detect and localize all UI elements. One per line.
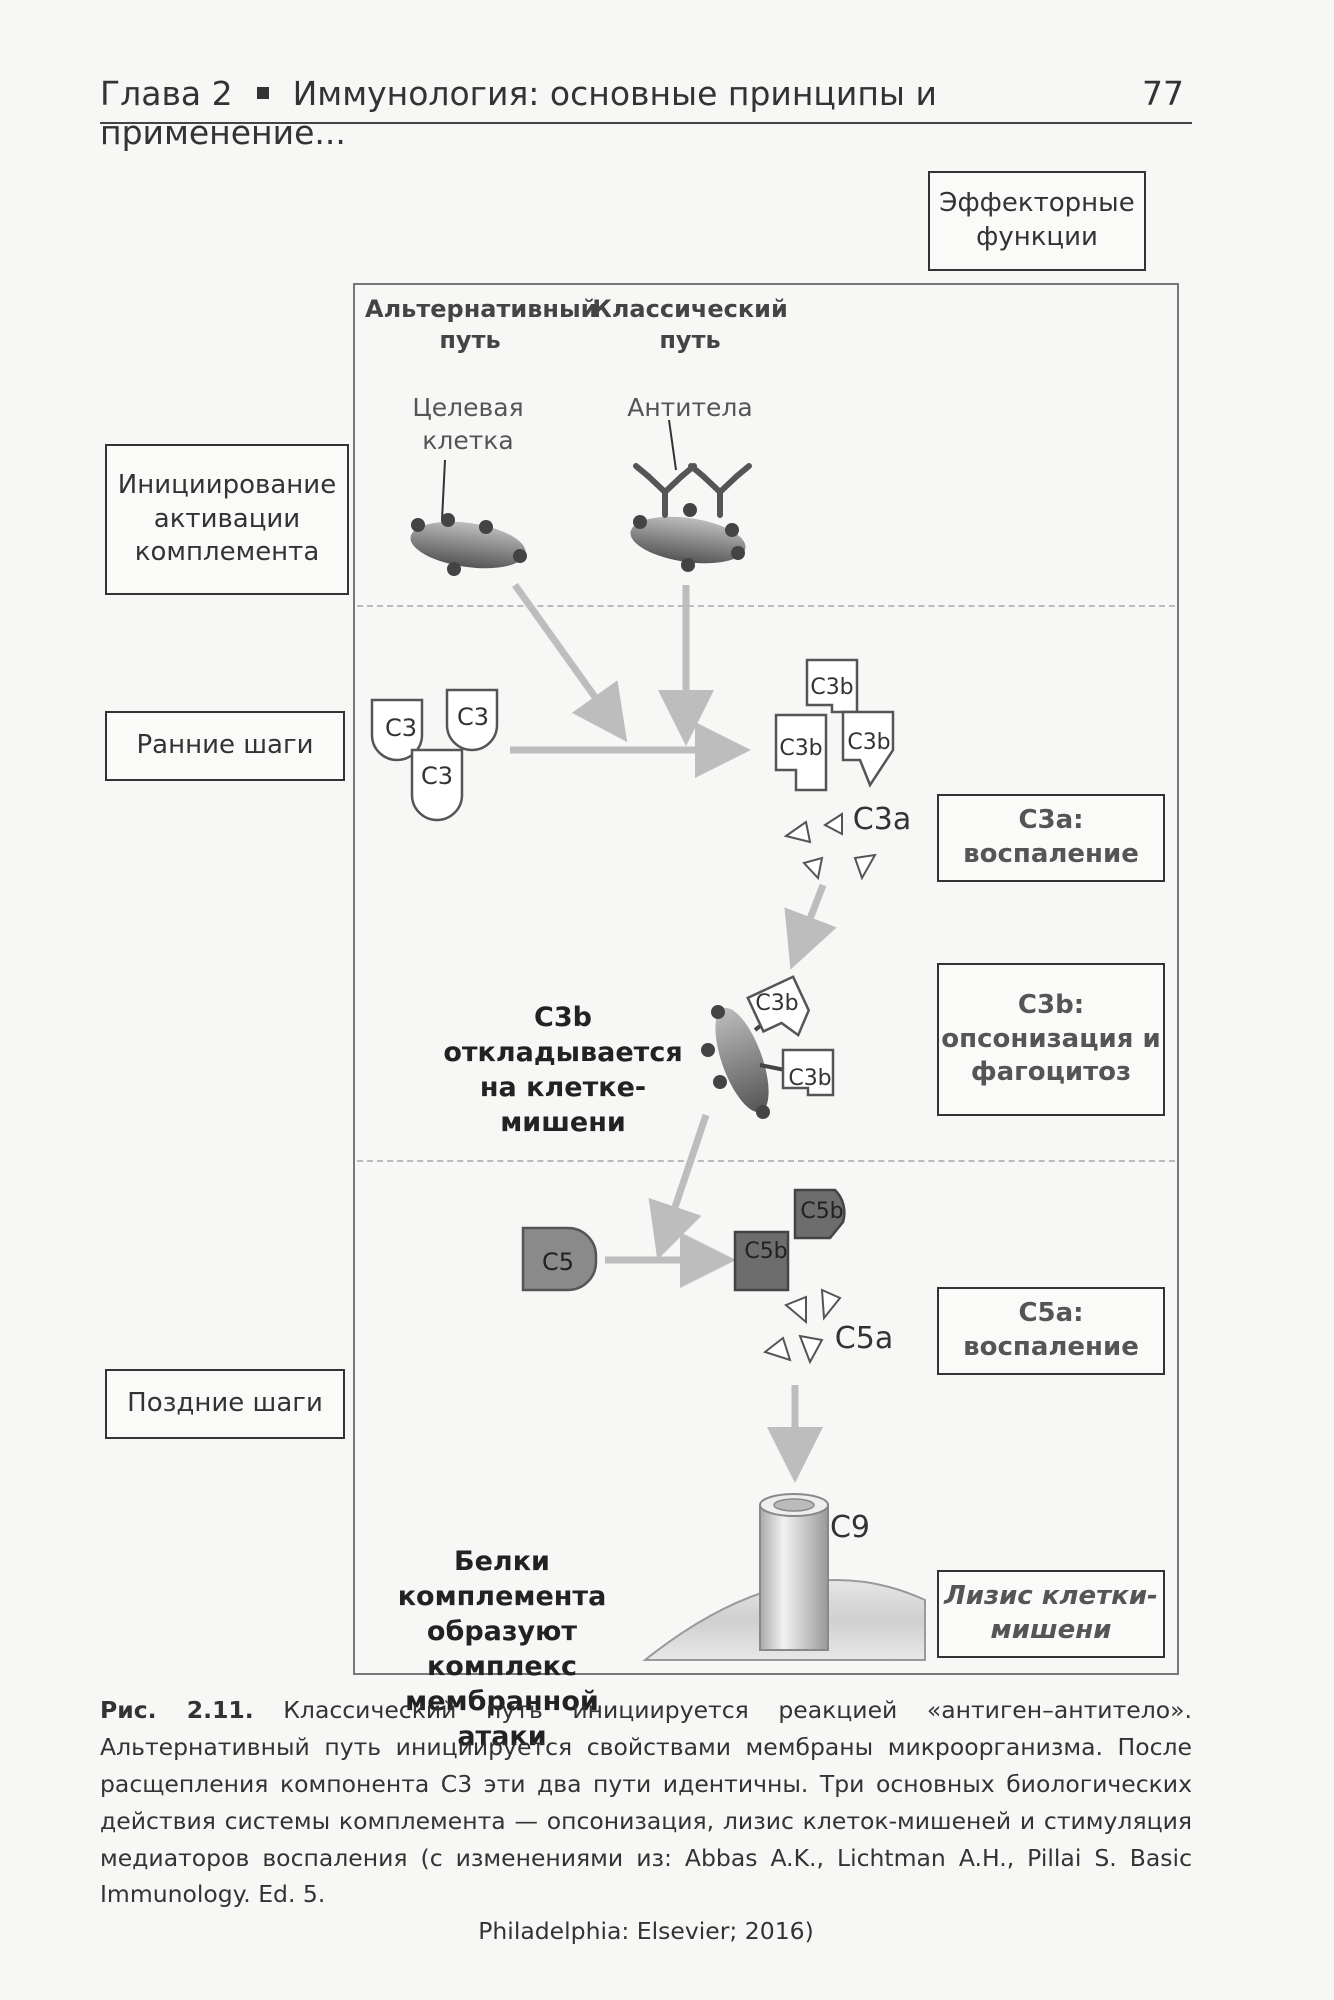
c3b-deposit-label: C3b откладывается на клетке-мишени [443,1002,683,1139]
alternative-pathway-label: Альтернативный путь [365,295,598,355]
c3b-bound-2 [781,1048,835,1097]
target-cell-label: Целевая клетка [412,393,524,455]
caption-text: Классический путь инициируется реакцией … [100,1696,1192,1909]
c5a-label: C5a [835,1321,893,1356]
membrane-attack-complex [642,1493,926,1661]
c5b-label-2: C5b [744,1239,787,1264]
effect-c3a-box: C3a: воспаление [937,794,1165,882]
target-cell-icon [410,459,527,576]
c3b-bound-label-1: C3b [755,991,798,1016]
caption-last-line: Philadelphia: Elsevier; 2016) [478,1917,814,1946]
stage-early-label: Ранние шаги [136,730,314,761]
figure-caption: Рис. 2.11. Классический путь инициируетс… [100,1692,1192,1950]
c9-pore [759,1504,829,1651]
effect-c3a-label: C3a: воспаление [963,805,1139,869]
stage-initiation-label: Инициирование активации комплемента [117,469,337,568]
c3-molecule-3 [410,748,464,822]
stage-late-label: Поздние шаги [127,1388,323,1419]
c3b-bound-label-2: C3b [788,1066,831,1091]
opsonized-cell-icon [701,975,835,1119]
stage-divider-early-late [357,1160,1175,1162]
figure-number: Рис. 2.11. [100,1696,254,1724]
chapter-label: Глава 2 [100,74,233,113]
effector-functions-box: Эффекторные функции [928,171,1146,271]
c3a-fragments [783,812,877,881]
c3b-fragment-3 [841,710,895,788]
c5b-fragment-2 [733,1230,790,1292]
antibody-right-icon [688,463,752,518]
effect-lysis-label: Лизис клетки-мишени [944,1581,1158,1645]
stage-late-box: Поздние шаги [105,1369,345,1439]
c3-molecules [370,688,499,822]
c3-label-1: C3 [385,714,417,742]
effect-lysis-box: Лизис клетки-мишени [937,1570,1165,1658]
effect-c3b-label: C3b: опсонизация и фагоцитоз [941,989,1161,1088]
c3-molecule-1 [370,698,424,762]
antibodies-label: Антитела [627,393,753,422]
c3-molecule-2 [445,688,499,752]
bullet-separator [256,87,269,99]
effect-c5a-label: C5a: воспаление [963,1298,1139,1362]
effect-c3b-box: C3b: опсонизация и фагоцитоз [937,963,1165,1116]
c3b-label-1: C3b [810,675,853,700]
c3-label-3: C3 [421,762,453,790]
classical-pathway-label: Классический путь [592,295,788,355]
c3b-fragment-2 [774,713,828,792]
c3b-label-3: C3b [847,730,890,755]
alternative-arrow [512,582,628,743]
c3b-bound-1 [746,975,811,1038]
c9-label: C9 [830,1510,870,1545]
c3b-deposit-arrow [784,883,837,970]
page-number: 77 [1142,74,1184,113]
stage-divider-initiation [357,605,1175,607]
effector-functions-label: Эффекторные функции [939,188,1135,252]
effect-c5a-box: C5a: воспаление [937,1287,1165,1375]
c5b-label-1: C5b [800,1199,843,1224]
antibody-cell-icon [630,419,752,572]
c5-convertase-arrow [648,1113,710,1260]
c3b-fragment-1 [805,658,859,714]
chapter-title: Иммунология: основные принципы и примене… [100,74,937,152]
mac-label: Белки комплемента образуют комплекс мемб… [397,1546,607,1753]
c3a-label: C3a [853,802,911,837]
c3b-fragments [774,658,895,792]
c5a-fragments [762,1288,842,1365]
diagram-frame [353,283,1179,1675]
c3-label-2: C3 [457,703,489,731]
stage-initiation-box: Инициирование активации комплемента [105,444,349,595]
c5-label: C5 [542,1248,574,1276]
c5-molecule [521,1226,598,1292]
c5b-fragment-1 [793,1188,846,1240]
c3b-label-2: C3b [779,736,822,761]
stage-early-box: Ранние шаги [105,711,345,781]
